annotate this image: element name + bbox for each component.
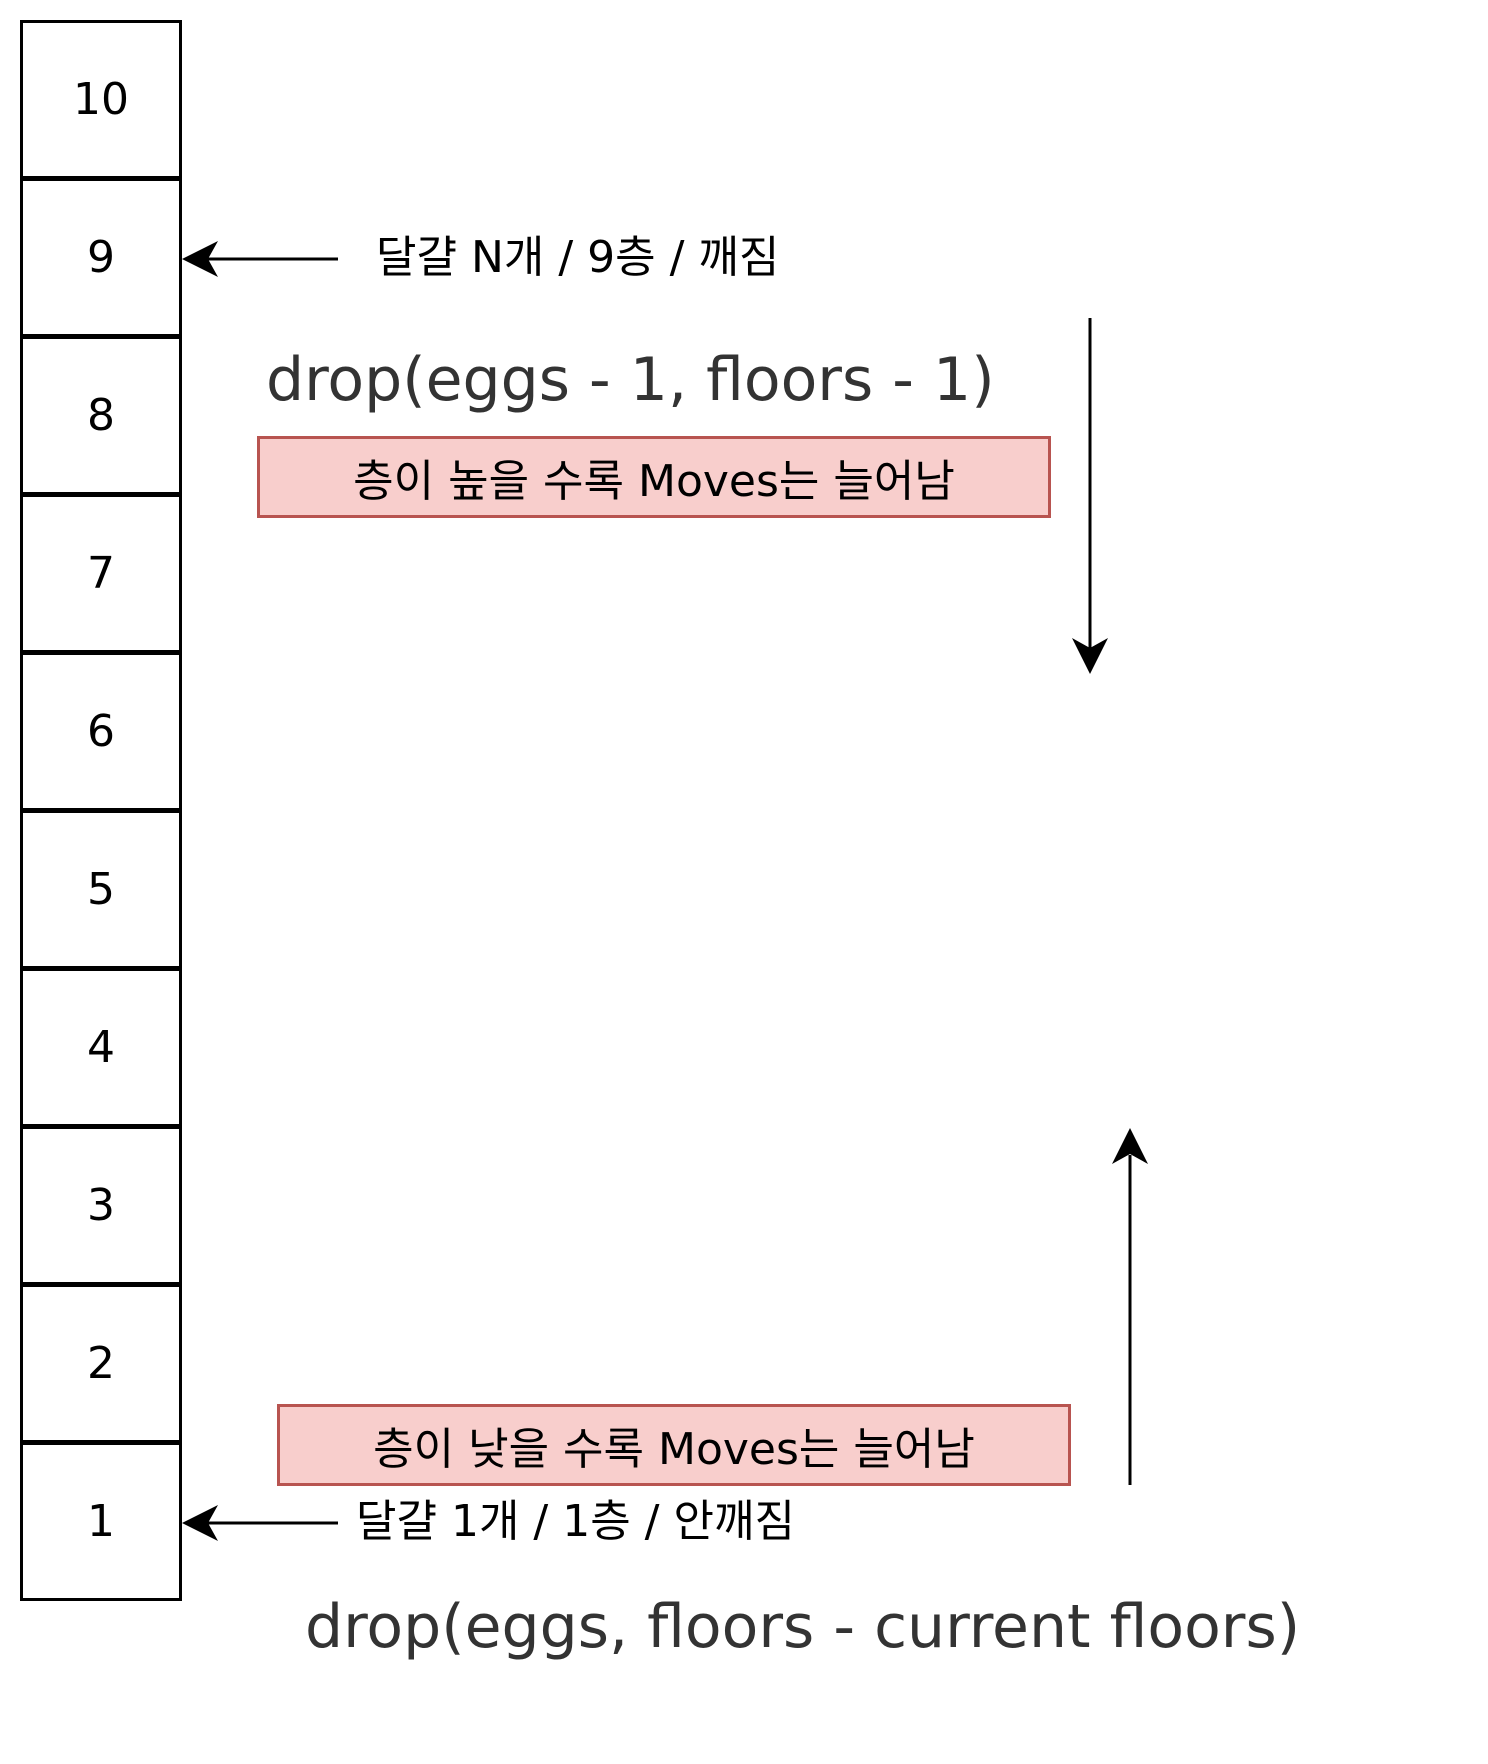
floor-number: 8 — [87, 390, 115, 441]
up-arrow — [1112, 1128, 1148, 1485]
bottom-event-label: 달걀 1개 / 1층 / 안깨짐 — [356, 1496, 795, 1547]
floor-number: 2 — [87, 1338, 115, 1389]
floor-cell-10: 10 — [20, 20, 182, 179]
floor-cell-6: 6 — [20, 652, 182, 811]
floor-cell-3: 3 — [20, 1126, 182, 1285]
break-case-formula: drop(eggs - 1, floors - 1) — [266, 345, 995, 415]
arrow-to-floor-1 — [182, 1505, 338, 1541]
floor-cell-7: 7 — [20, 494, 182, 653]
floor-number: 6 — [87, 706, 115, 757]
higher-floor-note-text: 층이 높을 수록 Moves는 늘어남 — [353, 456, 955, 507]
higher-floor-note: 층이 높을 수록 Moves는 늘어남 — [257, 436, 1051, 518]
lower-floor-note: 층이 낮을 수록 Moves는 늘어남 — [277, 1404, 1071, 1486]
survive-case-formula: drop(eggs, floors - current floors) — [305, 1592, 1301, 1662]
top-event-label: 달걀 N개 / 9층 / 깨짐 — [376, 232, 780, 283]
floor-number: 5 — [87, 864, 115, 915]
floor-cell-1: 1 — [20, 1442, 182, 1601]
floor-number: 3 — [87, 1180, 115, 1231]
floor-cell-2: 2 — [20, 1284, 182, 1443]
lower-floor-note-text: 층이 낮을 수록 Moves는 늘어남 — [373, 1424, 975, 1475]
floor-number: 7 — [87, 548, 115, 599]
floor-number: 1 — [87, 1496, 115, 1547]
floor-cell-5: 5 — [20, 810, 182, 969]
floor-cell-9: 9 — [20, 178, 182, 337]
floor-number: 4 — [87, 1022, 115, 1073]
floor-number: 9 — [87, 232, 115, 283]
floor-cell-8: 8 — [20, 336, 182, 495]
arrow-to-floor-9 — [182, 241, 338, 277]
floor-number: 10 — [73, 74, 129, 125]
floor-cell-4: 4 — [20, 968, 182, 1127]
down-arrow — [1072, 318, 1108, 674]
